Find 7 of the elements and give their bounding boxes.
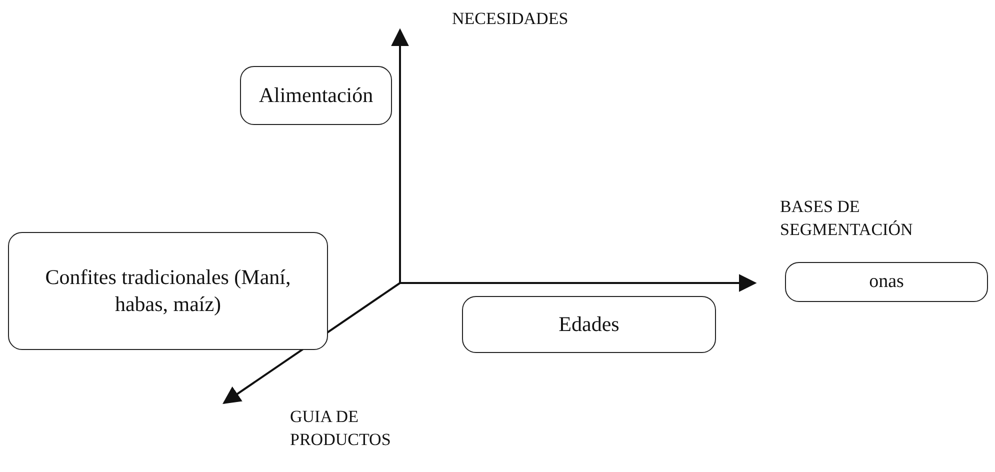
axis-label: GUIA DE PRODUCTOS <box>290 406 392 451</box>
rounded-box: Confites tradicionales (Maní, habas, maíz) <box>8 232 328 350</box>
rounded-box: Edades <box>462 296 716 353</box>
rounded-box: onas <box>785 262 988 302</box>
rounded-box: Alimentación <box>240 66 392 125</box>
axis-label: NECESIDADES <box>452 8 570 30</box>
axis-label: BASES DE SEGMENTACIÓN <box>780 196 914 241</box>
